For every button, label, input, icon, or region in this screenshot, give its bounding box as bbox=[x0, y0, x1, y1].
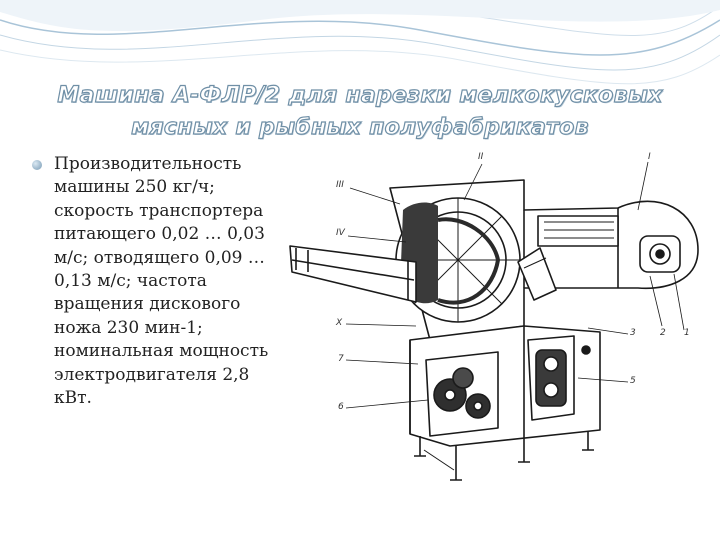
machine-drawing: II I III IV X 7 6 5 3 2 1 bbox=[288, 150, 708, 510]
callout-7: 7 bbox=[338, 354, 344, 364]
slide-title-line-2: мясных и рыбных полуфабрикатов bbox=[131, 114, 590, 140]
machine-illustration bbox=[289, 161, 699, 481]
callout-X: X bbox=[336, 318, 343, 328]
callout-6: 6 bbox=[338, 402, 344, 412]
callout-IV: IV bbox=[336, 228, 345, 238]
callout-II: II bbox=[478, 152, 484, 162]
slide-title-line-1: Машина А-ФЛР/2 для нарезки мелкокусковых bbox=[57, 82, 663, 108]
callout-2: 2 bbox=[660, 328, 666, 338]
spec-text: Производительность машины 250 кг/ч; скор… bbox=[54, 154, 269, 409]
slide-title: Машина А-ФЛР/2 для нарезки мелкокусковых… bbox=[30, 80, 690, 144]
callout-1: 1 bbox=[684, 328, 690, 338]
callout-3: 3 bbox=[630, 328, 636, 338]
callout-5: 5 bbox=[630, 376, 636, 386]
bullet-icon bbox=[32, 160, 42, 170]
callout-I: I bbox=[648, 152, 651, 162]
decorative-waves bbox=[0, 0, 720, 85]
callout-III: III bbox=[336, 180, 344, 190]
